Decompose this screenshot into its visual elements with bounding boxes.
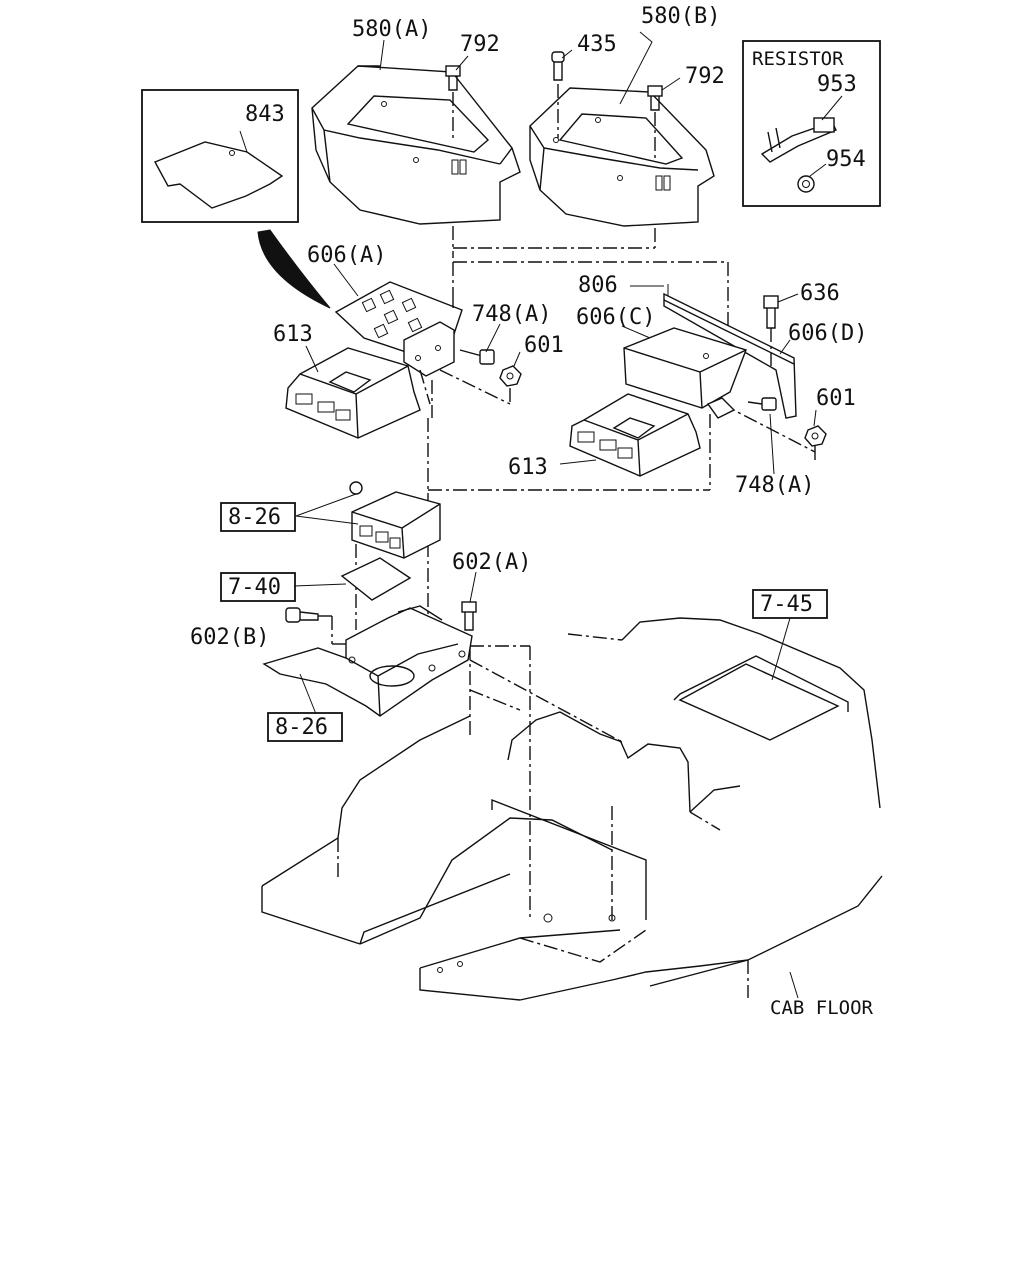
ref-7-40[interactable]: 7-40 <box>228 575 281 600</box>
screw-792-b <box>647 85 663 160</box>
curved-arrow <box>257 229 331 309</box>
label-792-b: 792 <box>685 64 725 89</box>
label-435: 435 <box>577 32 617 57</box>
bracket-606c <box>623 327 747 409</box>
bracket-606d <box>663 284 797 419</box>
label-843: 843 <box>245 102 285 127</box>
bolt-748a-right <box>747 397 777 411</box>
ecu-613-left <box>285 347 421 439</box>
label-602b: 602(B) <box>190 625 269 650</box>
label-954: 954 <box>826 147 866 172</box>
ref-box-7-45[interactable] <box>752 589 828 619</box>
cover-580b <box>529 87 715 227</box>
cab-floor <box>261 617 883 1001</box>
ref-box-8-26-lower[interactable] <box>267 712 343 742</box>
label-606c: 606(C) <box>576 305 655 330</box>
label-806: 806 <box>578 273 618 298</box>
label-748a-right: 748(A) <box>735 473 814 498</box>
label-580a: 580(A) <box>352 17 431 42</box>
base-bracket-8-26 <box>262 605 473 717</box>
inset-843 <box>141 89 299 223</box>
label-636: 636 <box>800 281 840 306</box>
bolt-602a <box>461 601 477 631</box>
bolt-602b <box>285 607 350 645</box>
ref-box-7-40[interactable] <box>220 572 296 602</box>
module-8-26-upper <box>349 481 441 559</box>
label-cab-floor: CAB FLOOR <box>770 997 874 1019</box>
ref-box-8-26-upper[interactable] <box>220 502 296 532</box>
label-606a: 606(A) <box>307 243 386 268</box>
ecu-613-right <box>569 393 701 477</box>
ref-7-45[interactable]: 7-45 <box>760 592 813 617</box>
label-953: 953 <box>817 72 857 97</box>
ref-8-26-upper[interactable]: 8-26 <box>228 505 281 530</box>
label-613-right: 613 <box>508 455 548 480</box>
inset-resistor <box>742 40 881 207</box>
nut-601-right <box>804 425 827 447</box>
label-601-left: 601 <box>524 333 564 358</box>
ref-8-26-lower[interactable]: 8-26 <box>275 715 328 740</box>
leader-lines <box>293 31 817 999</box>
screw-792-a <box>445 65 461 142</box>
label-602a: 602(A) <box>452 550 531 575</box>
nut-601-left <box>499 365 522 387</box>
label-792-a: 792 <box>460 32 500 57</box>
label-580b: 580(B) <box>641 4 720 29</box>
gasket-7-40 <box>340 557 412 601</box>
cover-580a <box>311 65 521 225</box>
label-748a-left: 748(A) <box>472 302 551 327</box>
label-resistor: RESISTOR <box>752 48 844 70</box>
label-601-right: 601 <box>816 386 856 411</box>
label-613-left: 613 <box>273 322 313 347</box>
bracket-606a <box>334 281 463 377</box>
bolt-748a-left <box>459 349 495 365</box>
label-606d: 606(D) <box>788 321 867 346</box>
